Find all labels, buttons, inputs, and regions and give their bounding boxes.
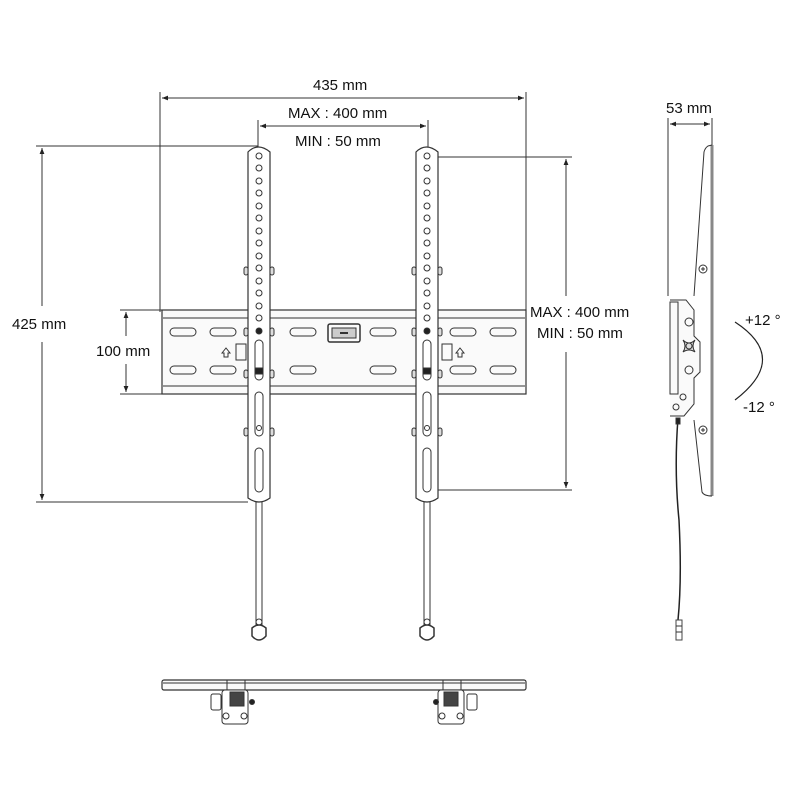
right-arm bbox=[411, 146, 443, 641]
plate-slots bbox=[169, 327, 517, 375]
bubble-level-icon bbox=[327, 323, 361, 343]
arm-holes-left bbox=[255, 152, 263, 335]
dim-overall-height bbox=[36, 145, 258, 503]
top-bracket-right bbox=[433, 679, 478, 725]
label-vesa-v-min: MIN : 50 mm bbox=[537, 325, 623, 342]
label-plate-height: 100 mm bbox=[96, 343, 151, 360]
left-arm bbox=[243, 146, 275, 641]
wall-plate bbox=[161, 309, 527, 395]
dim-vesa-horizontal bbox=[257, 120, 429, 148]
tilt-bracket bbox=[669, 299, 701, 417]
side-view bbox=[667, 118, 763, 641]
label-overall-width: 435 mm bbox=[313, 77, 368, 94]
label-tilt-up: +12 ° bbox=[745, 312, 781, 329]
label-vesa-v-max: MAX : 400 mm bbox=[530, 304, 630, 321]
top-bracket-left bbox=[210, 679, 255, 725]
dim-vesa-vertical bbox=[430, 156, 572, 491]
top-view bbox=[161, 679, 527, 725]
up-arrow-icon-right bbox=[441, 343, 466, 361]
up-arrow-icon-left bbox=[220, 343, 247, 361]
label-vesa-h-min: MIN : 50 mm bbox=[295, 133, 381, 150]
dim-depth bbox=[667, 118, 713, 296]
tilt-range-arc bbox=[734, 321, 763, 401]
label-vesa-h-max: MAX : 400 mm bbox=[288, 105, 388, 122]
dim-overall-width bbox=[159, 92, 527, 312]
front-view bbox=[36, 92, 572, 641]
arm-holes-right bbox=[423, 152, 431, 335]
release-cord bbox=[675, 417, 683, 641]
label-tilt-down: -12 ° bbox=[743, 399, 775, 416]
label-depth: 53 mm bbox=[666, 100, 712, 117]
dim-plate-height bbox=[120, 309, 162, 395]
label-overall-height: 425 mm bbox=[12, 316, 67, 333]
